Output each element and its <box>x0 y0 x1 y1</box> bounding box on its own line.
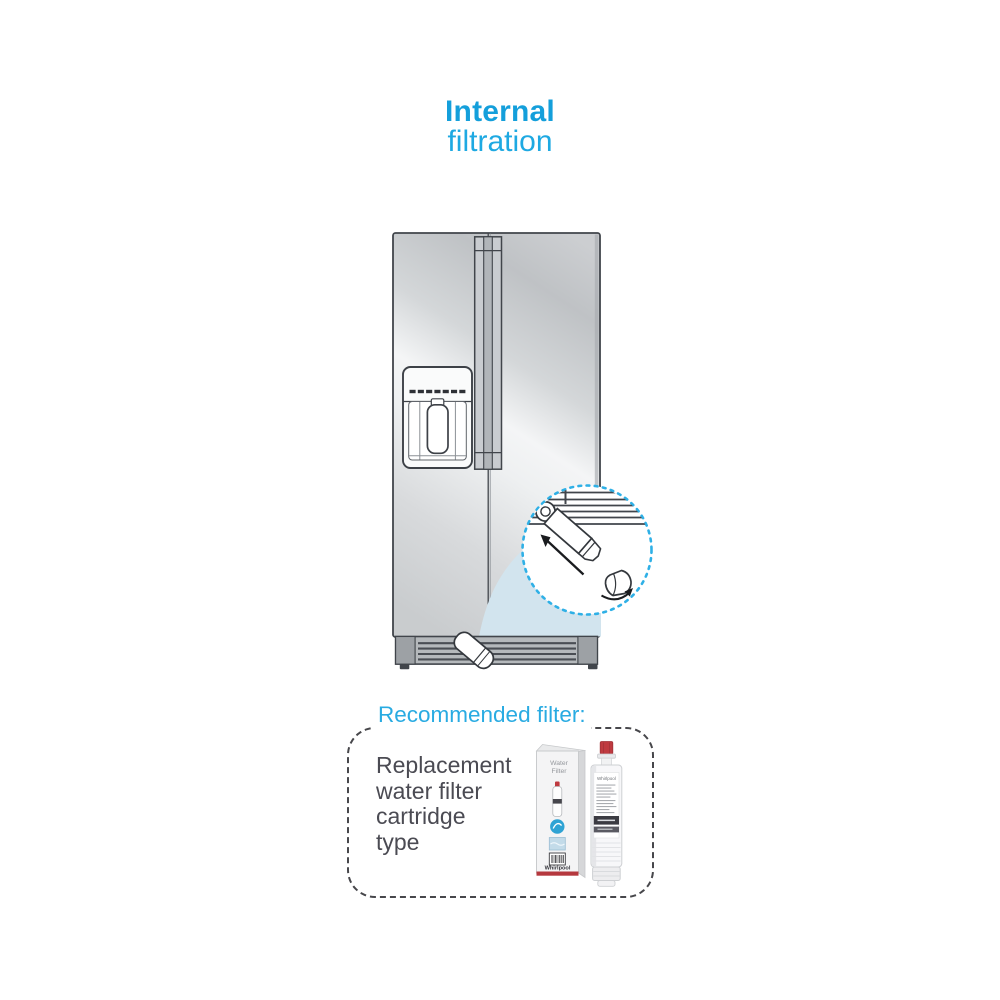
filter-product-images: Water Filter <box>535 741 623 887</box>
recommended-filter-label: Recommended filter: <box>373 701 591 733</box>
filter-description: Replacement water filter cartridge type <box>376 752 512 855</box>
product-package-image: Water Filter <box>535 744 586 879</box>
fridge-foot-right <box>588 664 598 670</box>
cartridge-fine-print-lines <box>596 784 617 814</box>
rotate-arrow-icon <box>600 588 633 601</box>
water-photo-icon <box>548 837 566 851</box>
barcode-icon <box>548 852 566 866</box>
package-brand-logo: Whirlpool <box>545 866 571 872</box>
magnified-filter-cartridge-icon <box>534 500 602 562</box>
refrigerator-illustration <box>392 232 653 670</box>
door-handles <box>473 236 503 470</box>
certification-badge-icon <box>550 819 565 834</box>
filter-cartridge-base-icon <box>453 631 495 670</box>
base-grille <box>394 635 599 670</box>
callout-circle <box>521 484 653 616</box>
title-line-secondary: filtration <box>447 125 553 158</box>
insert-arrow-icon <box>540 534 585 576</box>
package-label-line2: Filter <box>551 768 567 775</box>
package-label-line1: Water <box>550 760 569 767</box>
filter-cap-icon <box>604 569 632 597</box>
cartridge-brand-text: Whirlpool <box>597 776 616 781</box>
page-title: Internal filtration <box>0 97 1000 157</box>
product-cartridge-image: Whirlpool <box>590 741 623 887</box>
recommended-filter-box: Recommended filter: Replacement water fi… <box>347 701 654 898</box>
fridge-foot-left <box>399 664 410 670</box>
dispenser-icon <box>402 366 473 469</box>
package-filter-thumbnail-icon <box>552 781 563 817</box>
title-line-primary: Internal <box>445 95 555 128</box>
package-red-stripe <box>536 871 579 876</box>
